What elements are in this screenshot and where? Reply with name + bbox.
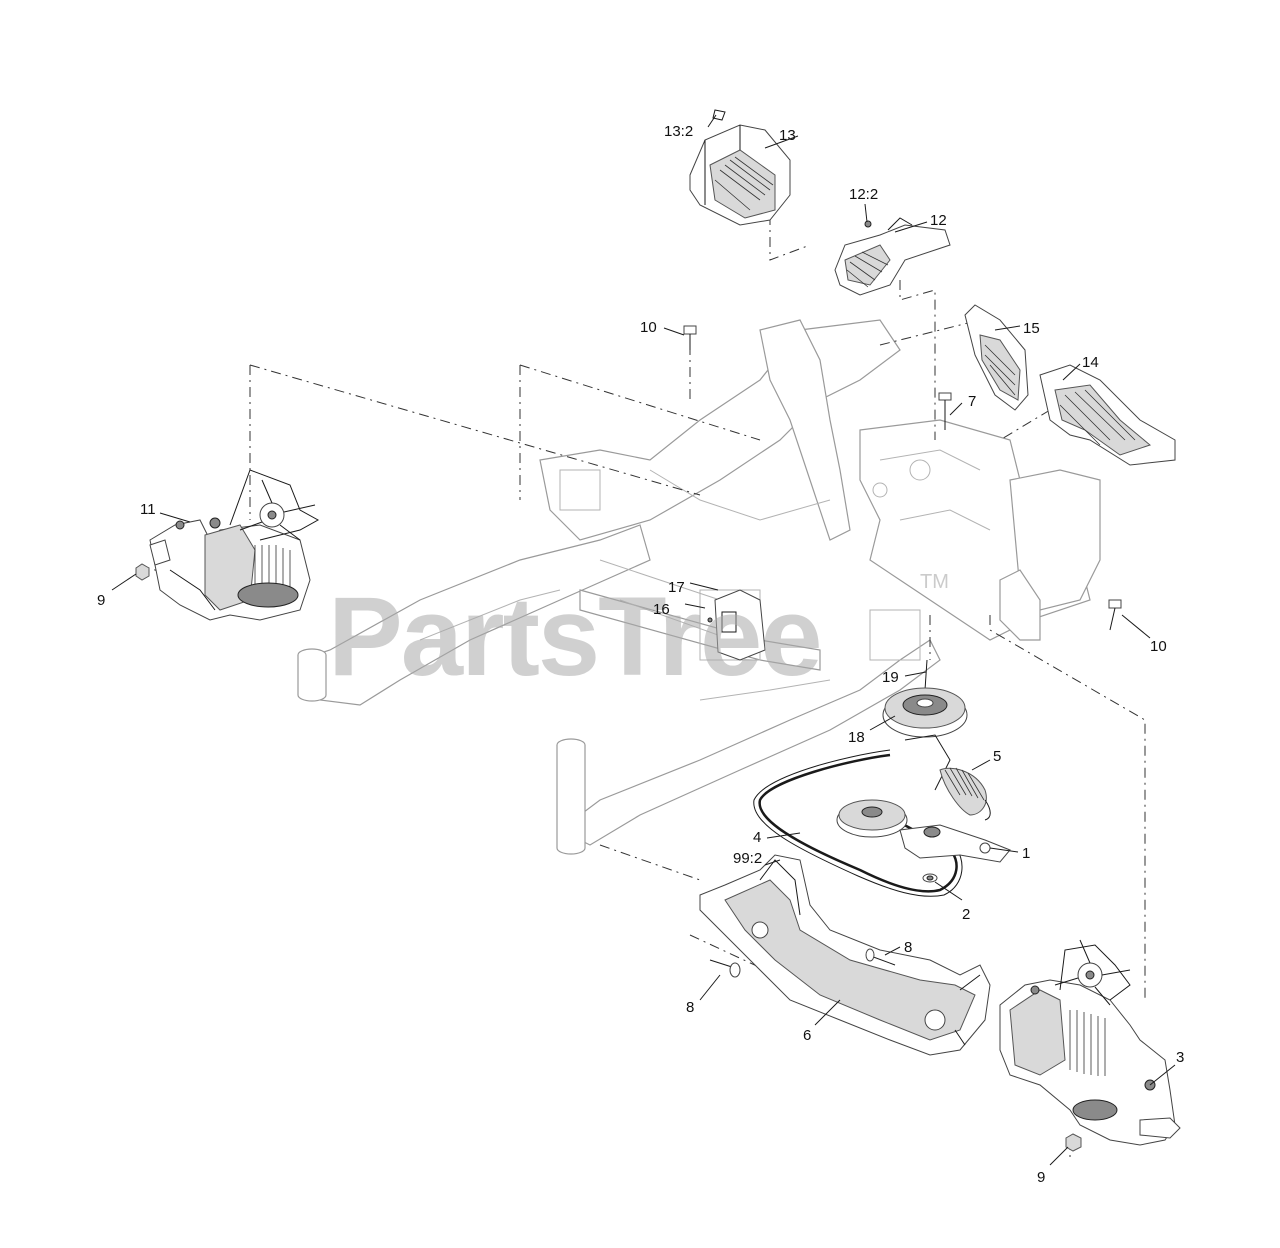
callout-11: 11 — [140, 501, 156, 518]
callout-18: 18 — [848, 729, 865, 746]
part-15-bracket — [964, 304, 1029, 411]
callout-19: 19 — [882, 669, 899, 686]
part-8-bolt-right — [865, 948, 896, 966]
assembly-lines — [139, 215, 1146, 1160]
part-19-key — [924, 659, 928, 691]
callout-9-right: 9 — [1037, 1169, 1045, 1186]
callout-2: 2 — [962, 906, 970, 923]
callout-9-left: 9 — [97, 592, 105, 609]
part-13-shield — [689, 109, 791, 226]
callout-12: 12 — [930, 212, 947, 229]
callout-8-right: 8 — [904, 939, 912, 956]
callout-10-upper: 10 — [640, 319, 657, 336]
part-14-shield — [1039, 364, 1176, 466]
part-1-idler — [836, 799, 1011, 863]
callout-10-right: 10 — [1150, 638, 1167, 655]
callout-17: 17 — [668, 579, 685, 596]
part-12-shield — [834, 217, 951, 296]
callout-14: 14 — [1082, 354, 1099, 371]
part-17-16-plate — [707, 589, 766, 661]
callout-13-qty: 13:2 — [664, 123, 693, 140]
callout-7: 7 — [968, 393, 976, 410]
part-10-bolt-upper — [683, 325, 697, 350]
callout-6: 6 — [803, 1027, 811, 1044]
callout-5: 5 — [993, 748, 1001, 765]
callout-13: 13 — [779, 127, 796, 144]
part-7-bolt — [938, 392, 952, 430]
part-5-spring — [939, 767, 991, 821]
callout-16: 16 — [653, 601, 670, 618]
part-9-nut-left — [135, 563, 150, 581]
callout-12-qty: 12:2 — [849, 186, 878, 203]
callout-leaders — [111, 114, 1176, 1166]
callout-8-left: 8 — [686, 999, 694, 1016]
callout-labels: 1 2 3 4 99:2 5 6 7 8 8 9 9 10 10 11 12 1… — [97, 123, 1184, 1186]
callout-3: 3 — [1176, 1049, 1184, 1066]
part-18-pulley — [882, 687, 968, 738]
part-9-nut-right — [1065, 1133, 1082, 1152]
callout-15: 15 — [1023, 320, 1040, 337]
part-10-bolt-right — [1108, 599, 1122, 631]
part-2-washer — [922, 873, 938, 883]
callout-1: 1 — [1022, 845, 1030, 862]
watermark: PartsTree TM — [328, 571, 949, 699]
part-3-transaxle — [999, 939, 1181, 1146]
watermark-trademark: TM — [920, 571, 949, 593]
part-8-bolt-left — [709, 959, 741, 978]
watermark-text: PartsTree — [328, 574, 821, 699]
part-6-lower-frame — [699, 854, 991, 1056]
callout-4-qty: 99:2 — [733, 850, 762, 867]
callout-4: 4 — [753, 829, 761, 846]
part-11-transaxle — [149, 469, 320, 621]
